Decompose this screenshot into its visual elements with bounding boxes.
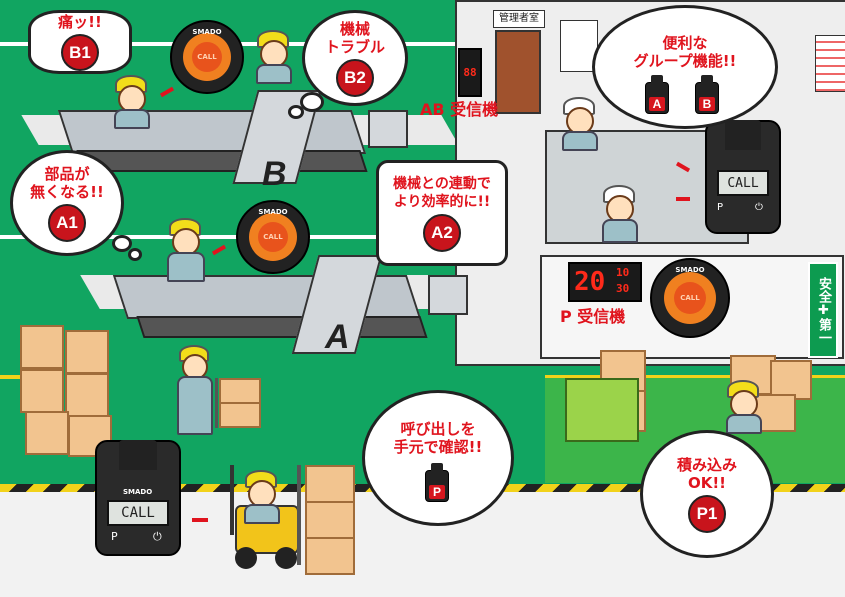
- bubble-text: 積み込み OK!!: [676, 455, 737, 492]
- badge-a2: A2: [423, 213, 461, 252]
- pallet-right: [565, 378, 639, 442]
- belt-a: [136, 316, 428, 338]
- bubble-text: 機械 トラブル: [324, 19, 385, 56]
- watch-left-button[interactable]: P: [111, 530, 118, 543]
- call-pager-b: SMADO CALL: [170, 20, 244, 94]
- bubble-text: 呼び出しを 手元で確認!!: [393, 420, 483, 456]
- badge-b1: B1: [61, 34, 99, 71]
- bubble-group: 便利な グループ機能!!: [592, 5, 778, 129]
- bubble-a1: 部品が 無くなる!! A1: [10, 150, 124, 256]
- watch-screen: CALL: [717, 170, 769, 196]
- bubble-text: 部品が 無くなる!!: [30, 164, 104, 201]
- wall-calendar: [815, 35, 845, 92]
- office-sign: 管理者室: [493, 10, 545, 28]
- arrow-icon: [159, 86, 175, 98]
- bubble-confirm: 呼び出しを 手元で確認!!: [362, 390, 514, 526]
- output-box-a: [428, 275, 468, 315]
- box-stack-left: [20, 325, 115, 457]
- ab-receiver-led: 88: [458, 48, 482, 97]
- ab-receiver-label: AB 受信機: [420, 100, 499, 119]
- wall-chart: [560, 20, 598, 72]
- power-icon[interactable]: ⏻: [755, 202, 763, 213]
- worker-forklift: [240, 470, 280, 524]
- conveyor-b: [57, 110, 367, 154]
- led-top-number: 10: [616, 266, 630, 279]
- transmitter-label: A: [649, 97, 665, 111]
- worker-office-bottom: [598, 185, 638, 243]
- bubble-b1: 痛ッ!! B1: [28, 10, 132, 74]
- led-bottom-number: 30: [616, 282, 630, 295]
- watch-left-button[interactable]: P: [717, 202, 724, 213]
- bubble-tail: [112, 235, 132, 252]
- arrow-icon: [192, 518, 208, 522]
- bubble-p1: 積み込み OK!! P1: [640, 430, 774, 558]
- transmitter-label: B: [699, 97, 715, 111]
- bubble-tail: [288, 105, 304, 119]
- call-pager-p: SMADO CALL: [650, 258, 730, 338]
- transmitter-a-icon: A: [645, 75, 669, 114]
- arrow-icon: [676, 197, 690, 201]
- hand-truck: [205, 378, 261, 433]
- pager-call-button[interactable]: CALL: [258, 222, 288, 252]
- output-box-b: [368, 110, 408, 148]
- badge-p1: P1: [688, 494, 726, 533]
- safety-sign: 安全✚第一: [808, 262, 838, 358]
- pager-call-button[interactable]: CALL: [674, 282, 706, 314]
- watch-screen: CALL: [107, 500, 169, 526]
- transmitter-label: P: [429, 485, 445, 499]
- bubble-text: 痛ッ!!: [58, 13, 102, 31]
- bubble-tail: [300, 92, 324, 112]
- bubble-a2: 機械との連動で より効率的に!! A2: [376, 160, 508, 266]
- p-receiver-led: 20 10 30: [568, 262, 642, 302]
- receiver-watch-ab: CALL P ⏻: [705, 120, 781, 234]
- led-big-number: 20: [574, 267, 606, 297]
- floor-line-yellow: [0, 375, 20, 379]
- belt-b: [76, 150, 368, 172]
- p-receiver-label: P 受信機: [560, 307, 626, 326]
- transmitter-b-icon: B: [695, 75, 719, 114]
- watch-brand: SMADO: [123, 488, 153, 496]
- worker-b1: [110, 75, 150, 129]
- machine-b-letter: B: [262, 155, 287, 193]
- bubble-tail: [128, 248, 142, 261]
- office-door: [495, 30, 541, 114]
- pager-brand: SMADO: [675, 266, 705, 274]
- pager-call-button[interactable]: CALL: [192, 42, 222, 72]
- pager-brand: SMADO: [192, 28, 222, 36]
- arrow-icon: [211, 244, 227, 256]
- receiver-watch-p: SMADO CALL P ⏻: [95, 440, 181, 556]
- badge-b2: B2: [336, 58, 374, 97]
- worker-office-top: [558, 97, 598, 151]
- badge-a1: A1: [48, 203, 86, 242]
- bubble-text: 便利な グループ機能!!: [633, 34, 737, 70]
- machine-a-letter: A: [325, 318, 350, 356]
- transmitter-p-icon: P: [425, 463, 449, 502]
- forklift-boxes: [305, 465, 355, 575]
- call-pager-a: SMADO CALL: [236, 200, 310, 274]
- worker-handtruck: [175, 345, 213, 435]
- pager-brand: SMADO: [258, 208, 288, 216]
- power-icon[interactable]: ⏻: [153, 530, 162, 543]
- worker-loading: [722, 380, 762, 434]
- worker-b2: [252, 30, 292, 84]
- bubble-b2: 機械 トラブル B2: [302, 10, 408, 106]
- bubble-text: 機械との連動で より効率的に!!: [393, 175, 491, 210]
- worker-a1: [163, 218, 205, 282]
